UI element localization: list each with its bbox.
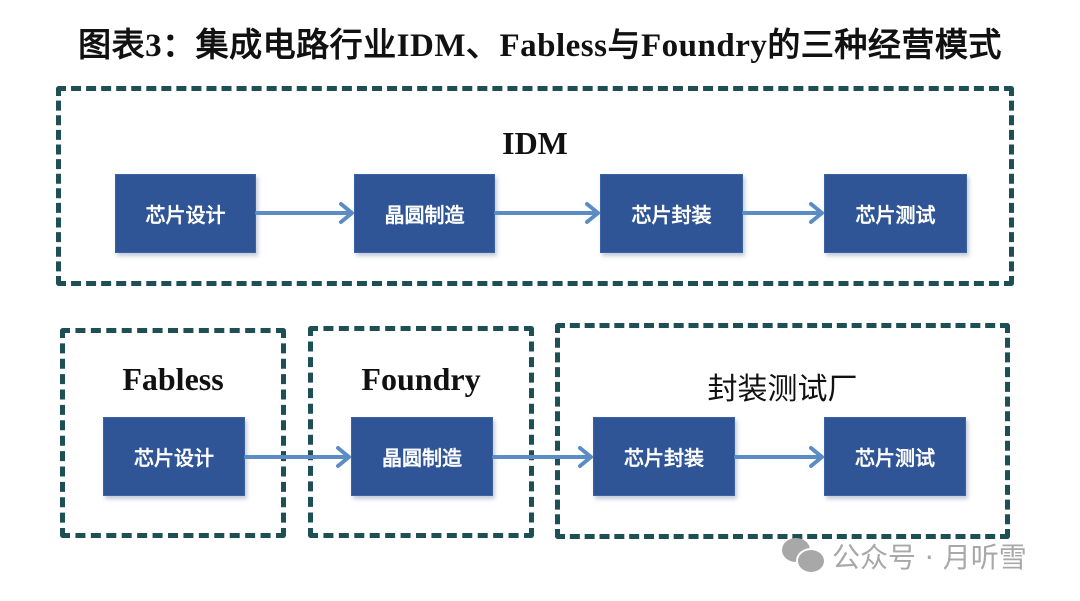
idm-label: IDM (502, 125, 568, 161)
arrow-idm-3 (742, 202, 824, 224)
watermark-text: 公众号 · 月听雪 (832, 541, 1027, 574)
arrow-split-3 (734, 446, 824, 468)
osat-label: 封装测试厂 (707, 372, 858, 407)
wechat-icon (782, 538, 826, 574)
arrow-idm-1 (255, 202, 354, 224)
arrow-idm-2 (494, 202, 600, 224)
fabless-label: Fabless (122, 361, 224, 397)
osat-step-testing: 芯片测试 (824, 417, 966, 496)
foundry-step-wafer-fab: 晶圆制造 (351, 417, 493, 496)
idm-step-testing: 芯片测试 (824, 174, 967, 253)
osat-frame: 封装测试厂 (555, 323, 1010, 539)
watermark: 公众号 · 月听雪 (782, 536, 1027, 576)
arrow-split-1 (244, 446, 351, 468)
idm-frame: IDM (56, 86, 1014, 286)
arrow-split-2 (492, 446, 593, 468)
fabless-frame: Fabless (60, 328, 286, 538)
fabless-step-chip-design: 芯片设计 (103, 417, 245, 496)
idm-step-wafer-fab: 晶圆制造 (354, 174, 495, 253)
osat-step-packaging: 芯片封装 (593, 417, 735, 496)
idm-step-chip-design: 芯片设计 (115, 174, 256, 253)
idm-step-packaging: 芯片封装 (600, 174, 743, 253)
foundry-label: Foundry (361, 361, 481, 397)
foundry-frame: Foundry (308, 326, 534, 538)
diagram-title: 图表3：集成电路行业IDM、Fabless与Foundry的三种经营模式 (78, 28, 1002, 64)
